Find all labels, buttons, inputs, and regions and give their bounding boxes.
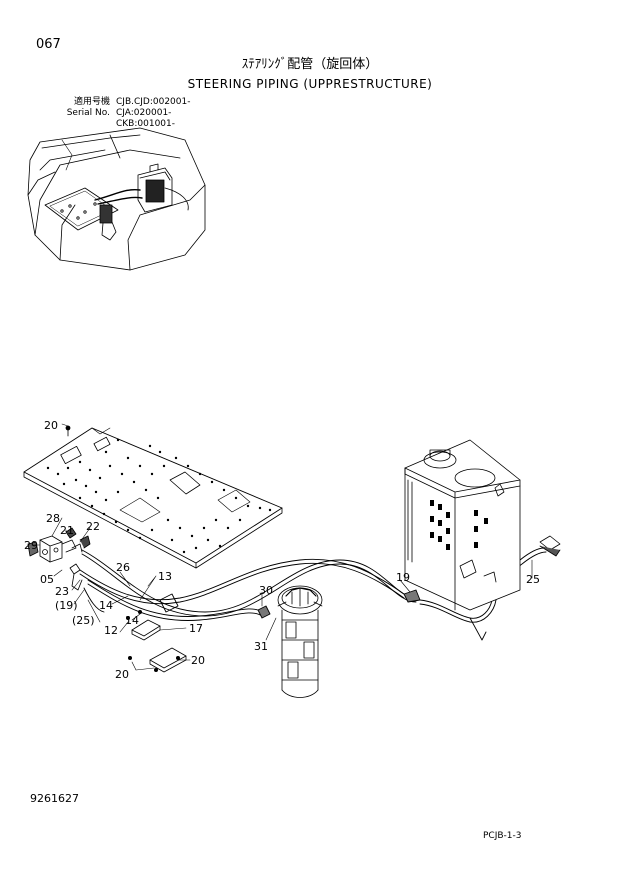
callout-30: 30 [259,584,273,597]
title-japanese: ｽﾃｱﾘﾝｸﾞ配管（旋回体） [241,57,379,72]
callout-23: 23 [55,585,69,598]
callout-21: 21 [60,524,74,537]
clamp-plates [126,610,187,673]
callout-28: 28 [46,512,60,525]
page-code: PCJB-1-3 [483,831,522,841]
serial-label-en: Serial No. [66,108,110,118]
callout-14-right: 14 [125,614,139,627]
center-joint [277,585,323,698]
callout-19: 19 [396,571,410,584]
serial-value-2: CJA:020001- [116,108,172,118]
steering-valve-assembly [27,527,91,591]
callout-26: 26 [116,561,130,574]
title-english: STEERING PIPING (UPPRESTRUCTURE) [187,77,433,91]
callout-12: 12 [104,624,118,637]
serial-label-jp: 適用号機 [73,97,110,107]
callout-14-left: 14 [99,599,113,612]
serial-value-1: CJB.CJD:002001- [116,97,191,107]
right-fitting [539,535,561,557]
serial-number-block: 適用号機 CJB.CJD:002001- Serial No. CJA:020001… [36,97,191,130]
callout-19-paren: (19) [55,599,78,612]
callout-17: 17 [189,622,203,635]
steering-hoses [79,547,547,641]
callout-05: 05 [40,573,54,586]
callout-20-top: 20 [44,419,58,432]
serial-value-3: CKB:001001- [116,119,175,129]
callout-25: 25 [526,573,540,586]
callout-20-right: 20 [191,654,205,667]
floor-plate [23,425,283,569]
callout-31: 31 [254,640,268,653]
callout-labels: 20 28 21 22 29 05 23 (19) 26 13 14 12 14… [24,419,540,681]
leader-lines [31,423,533,671]
callout-29: 29 [24,539,38,552]
callout-20-bottom: 20 [115,668,129,681]
page-number: 067 [36,37,61,52]
drawing-number: 9261627 [30,792,79,805]
hydraulic-tank [404,439,521,611]
keymap-illustration [27,127,206,271]
callout-25-paren: (25) [72,614,95,627]
callout-13: 13 [158,570,172,583]
callout-22: 22 [86,520,100,533]
